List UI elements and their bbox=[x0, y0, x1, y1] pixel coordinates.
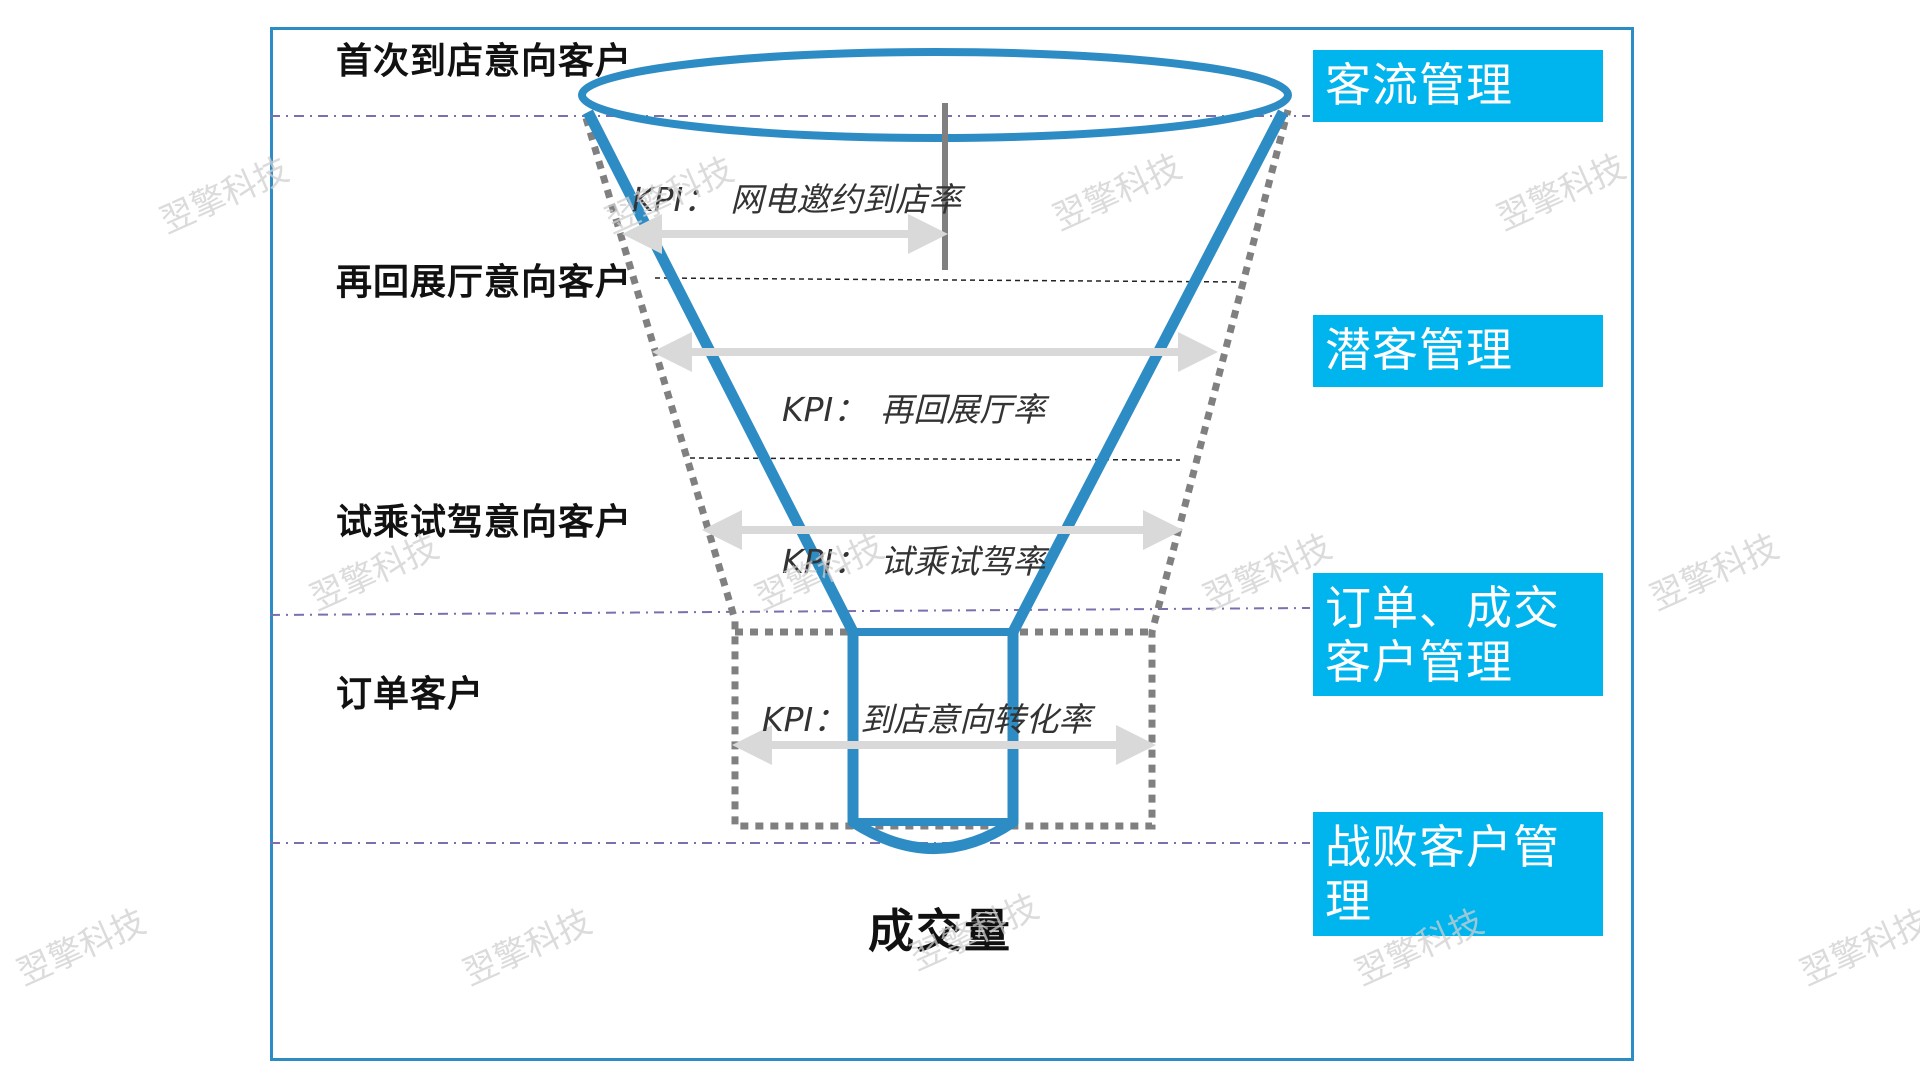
mgmt-box-potential: 潜客管理 bbox=[1313, 315, 1603, 387]
kpi-prefix: KPI： bbox=[632, 180, 717, 219]
stage-label-test-drive: 试乘试驾意向客户 bbox=[336, 502, 633, 543]
kpi-invite-rate: KPI： 网电邀约到店率 bbox=[632, 173, 961, 221]
funnel-rim bbox=[578, 48, 1292, 142]
kpi-test-drive-rate-text: 试乘试驾率 bbox=[880, 542, 1046, 581]
stage-label-order: 订单客户 bbox=[336, 674, 485, 715]
kpi-conversion-rate: KPI： 到店意向转化率 bbox=[762, 693, 1091, 741]
guide-line-middle bbox=[269, 607, 1311, 616]
kpi-test-drive-rate: KPI： 试乘试驾率 bbox=[782, 535, 1045, 583]
result-label: 成交量 bbox=[868, 904, 1012, 958]
kpi-return-rate: KPI： 再回展厅率 bbox=[782, 383, 1045, 431]
kpi-conversion-rate-text: 到店意向转化率 bbox=[860, 700, 1092, 739]
kpi-prefix: KPI： bbox=[782, 390, 867, 429]
kpi-prefix: KPI： bbox=[782, 542, 867, 581]
kpi-invite-rate-text: 网电邀约到店率 bbox=[730, 180, 962, 219]
separator-line-1 bbox=[654, 277, 1243, 283]
stage-label-return-visit: 再回展厅意向客户 bbox=[336, 262, 633, 303]
stage-label-first-visit: 首次到店意向客户 bbox=[336, 41, 633, 82]
kpi-return-rate-text: 再回展厅率 bbox=[880, 390, 1046, 429]
mgmt-box-traffic: 客流管理 bbox=[1313, 50, 1603, 122]
kpi-prefix: KPI： bbox=[762, 700, 847, 739]
mgmt-box-lost: 战败客户管理 bbox=[1313, 812, 1603, 936]
mgmt-box-order-deal: 订单、成交客户管理 bbox=[1313, 573, 1603, 696]
diagram-frame bbox=[270, 27, 1634, 1061]
